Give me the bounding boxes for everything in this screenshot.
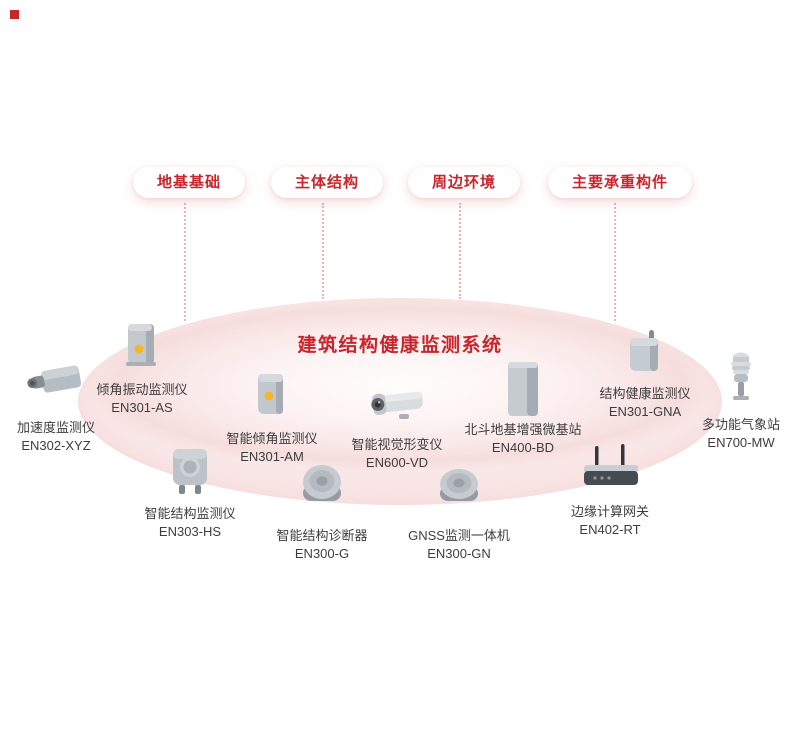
edge-gateway-icon xyxy=(576,442,644,490)
device-model: EN301-AS xyxy=(111,400,173,415)
connector-dotted-line xyxy=(459,203,461,299)
category-label: 主体结构 xyxy=(295,174,360,191)
connector-dotted-line xyxy=(322,203,324,299)
device-name: GNSS监测一体机 xyxy=(408,528,510,543)
connector-dotted-line xyxy=(184,203,186,321)
device-tilt-sensor: 智能倾角监测仪 EN301-AM xyxy=(197,371,347,466)
tilt-sensor-icon xyxy=(249,371,295,417)
device-accelerometer: 加速度监测仪 EN302-XYZ xyxy=(0,353,131,455)
vision-camera-icon xyxy=(365,387,429,424)
device-name: 多功能气象站 xyxy=(701,417,780,432)
weather-station-icon xyxy=(719,350,763,401)
device-name: 结构健康监测仪 xyxy=(599,386,691,401)
device-model: EN700-MW xyxy=(707,435,775,450)
structure-health-monitor-icon xyxy=(622,329,668,372)
category-pill-surroundings: 周边环境 xyxy=(408,167,521,198)
gnss-receiver-icon xyxy=(435,466,483,508)
device-structure-health-monitor: 结构健康监测仪 EN301-GNA xyxy=(570,329,720,421)
category-label: 周边环境 xyxy=(432,174,497,191)
device-structure-monitor: 智能结构监测仪 EN303-HS xyxy=(115,446,265,541)
category-pill-foundation: 地基基础 xyxy=(133,167,246,198)
category-label: 地基基础 xyxy=(157,174,222,191)
device-name: 北斗地基增强微基站 xyxy=(464,422,582,437)
device-model: EN300-GN xyxy=(427,546,491,561)
category-pill-main-structure: 主体结构 xyxy=(271,167,384,198)
device-vision-camera: 智能视觉形变仪 EN600-VD xyxy=(322,387,472,472)
device-name: 边缘计算网关 xyxy=(570,504,649,519)
device-name: 加速度监测仪 xyxy=(16,420,95,435)
device-name: 智能结构监测仪 xyxy=(144,506,236,521)
device-name: 智能结构诊断器 xyxy=(276,528,368,543)
device-name: 智能倾角监测仪 xyxy=(226,431,318,446)
category-pill-load-bearing: 主要承重构件 xyxy=(548,167,693,198)
device-structure-diagnostic: 智能结构诊断器 EN300-G xyxy=(247,461,397,563)
page-corner-mark xyxy=(10,10,19,19)
device-weather-station: 多功能气象站 EN700-MW xyxy=(666,350,800,452)
device-model: EN400-BD xyxy=(491,440,555,455)
beidou-base-station-icon xyxy=(501,360,545,419)
device-tilt-vibration: 倾角振动监测仪 EN301-AS xyxy=(67,322,217,417)
device-name: 智能视觉形变仪 xyxy=(351,437,443,452)
diagram-title: 建筑结构健康监测系统 xyxy=(297,335,503,356)
device-beidou-base-station: 北斗地基增强微基站 EN400-BD xyxy=(448,360,598,457)
device-name: 倾角振动监测仪 xyxy=(96,382,188,397)
device-gnss-receiver: GNSS监测一体机 EN300-GN xyxy=(384,466,534,563)
tilt-vibration-sensor-icon xyxy=(119,322,165,368)
structure-monitor-icon xyxy=(166,446,214,495)
category-label: 主要承重构件 xyxy=(572,174,669,191)
device-model: EN300-G xyxy=(294,546,350,561)
device-model: EN402-RT xyxy=(579,522,641,537)
device-model: EN600-VD xyxy=(365,455,429,470)
device-model: EN303-HS xyxy=(158,524,222,539)
connector-dotted-line xyxy=(614,203,616,321)
accelerometer-icon xyxy=(24,353,88,399)
device-edge-gateway: 边缘计算网关 EN402-RT xyxy=(535,442,685,539)
device-model: EN301-AM xyxy=(240,449,304,464)
device-model: EN302-XYZ xyxy=(21,438,91,453)
structure-diagnostic-icon xyxy=(298,461,346,508)
device-model: EN301-GNA xyxy=(608,404,682,419)
